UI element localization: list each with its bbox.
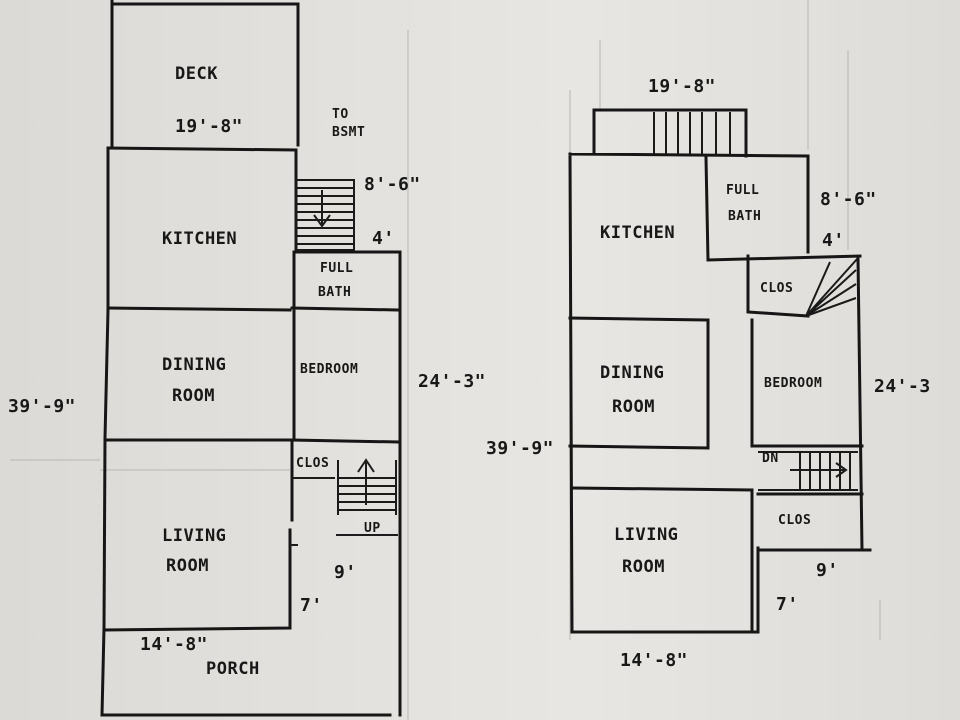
right-dining-label: DINING: [600, 363, 664, 383]
right-bedroom-walls: [750, 256, 864, 552]
left-deck-outline: [110, 2, 300, 147]
left-dining-top-wall: [106, 306, 292, 312]
left-clos-label: CLOS: [296, 456, 329, 471]
left-to-label: TO: [332, 107, 349, 122]
left-basement-stair: [295, 179, 355, 251]
left-outer-wall: [100, 0, 392, 717]
left-stair-w-dim: 4': [372, 228, 395, 249]
right-bath-label: BATH: [728, 209, 761, 224]
right-top-width-dim: 19'-8": [648, 76, 716, 97]
left-room-label-1: ROOM: [172, 386, 215, 406]
guide-lines: [10, 0, 881, 720]
left-bath-label: BATH: [318, 285, 351, 300]
right-room-label-2: ROOM: [622, 557, 665, 577]
right-bedroom-label: BEDROOM: [764, 376, 822, 391]
right-clos-upper-label: CLOS: [760, 281, 793, 296]
left-stair-len-dim: 8'-6": [364, 174, 421, 195]
left-porch-label: PORCH: [206, 659, 260, 679]
left-stair-treads: [296, 187, 354, 245]
left-clos-top-wall: [290, 438, 400, 444]
right-lower-clos-walls: [756, 492, 872, 552]
left-bsmt-label: BSMT: [332, 125, 365, 140]
left-porch-depth-dim: 9': [334, 562, 357, 583]
right-room-label-1: ROOM: [612, 397, 655, 417]
right-stair-len-dim: 8'-6": [820, 189, 877, 210]
left-plan: DECK TO BSMT KITCHEN FULL BATH DINING RO…: [8, 0, 486, 717]
right-bath-walls: [704, 156, 862, 262]
left-stair-down-arrow: [313, 190, 331, 228]
right-bottom-width-dim: 14'-8": [620, 650, 688, 671]
right-clos-walls: [746, 254, 810, 318]
left-living-walls: [102, 528, 292, 632]
right-dining-bottom-wall: [568, 444, 710, 450]
right-dn-label: DN: [762, 451, 779, 466]
right-living-top-wall: [572, 486, 754, 492]
right-porch-depth-dim: 9': [816, 560, 839, 581]
right-full-label: FULL: [726, 183, 759, 198]
left-full-label: FULL: [320, 261, 353, 276]
left-kitchen-label: KITCHEN: [162, 229, 237, 249]
right-outer-wall: [568, 152, 810, 634]
left-overall-depth-dim: 39'-9": [8, 396, 76, 417]
right-living-label: LIVING: [614, 525, 678, 545]
right-dining-top-wall: [568, 316, 708, 322]
left-up-label: UP: [364, 521, 381, 536]
left-porch-w-dim: 7': [300, 595, 323, 616]
left-top-width-dim: 19'-8": [175, 116, 243, 137]
right-deck-stair: [592, 108, 748, 158]
right-stair-down-arrow: [790, 462, 848, 478]
right-plan: FULL BATH KITCHEN CLOS DINING ROOM BEDRO…: [486, 76, 931, 671]
left-living-label: LIVING: [162, 526, 226, 546]
right-stair-w-dim: 4': [822, 230, 845, 251]
right-kitchen-label: KITCHEN: [600, 223, 675, 243]
right-side-depth-dim: 24'-3: [874, 376, 931, 397]
left-side-depth-dim: 24'-3": [418, 371, 486, 392]
left-dining-label: DINING: [162, 355, 226, 375]
left-kitchen-top-wall: [106, 146, 298, 152]
left-bedroom-label: BEDROOM: [300, 362, 358, 377]
left-bottom-width-dim: 14'-8": [140, 634, 208, 655]
right-corner-stair: [805, 257, 859, 317]
right-clos-lower-label: CLOS: [778, 513, 811, 528]
left-deck-label: DECK: [175, 64, 218, 84]
right-porch-w-dim: 7': [776, 594, 799, 615]
left-bath-walls: [290, 250, 402, 717]
right-overall-depth-dim: 39'-9": [486, 438, 554, 459]
left-stair-up-arrow: [357, 458, 375, 505]
left-room-label-2: ROOM: [166, 556, 209, 576]
